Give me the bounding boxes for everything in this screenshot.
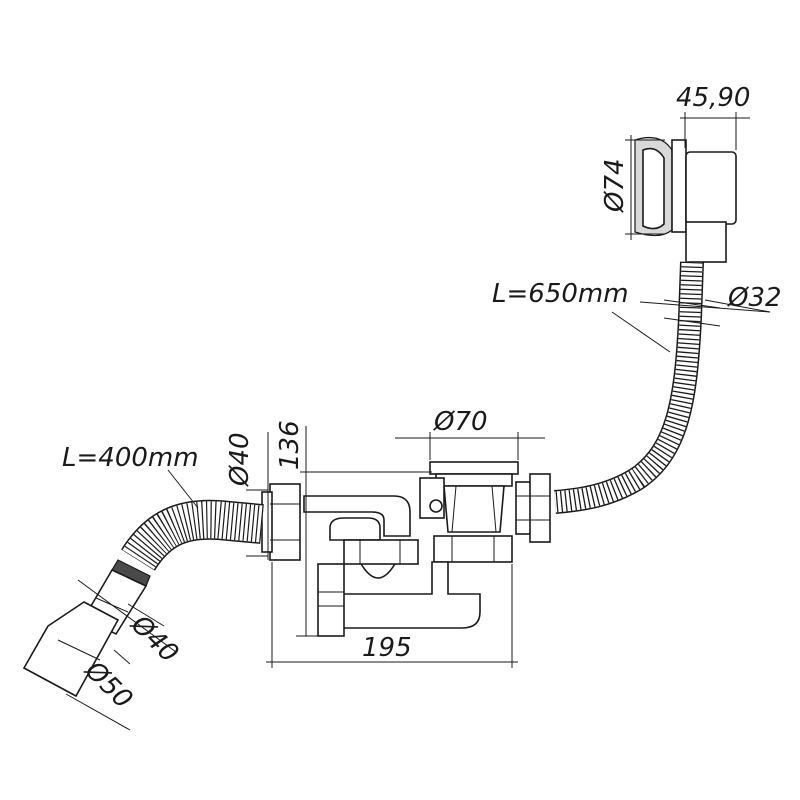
upper-hose-nut bbox=[515, 473, 551, 543]
height-label: 136 bbox=[275, 420, 305, 470]
dimension-outlet-top-diameter: Ø40 bbox=[225, 432, 269, 560]
outlet-inner-diameter-label: Ø40 bbox=[124, 609, 184, 669]
drain-diameter-label: Ø70 bbox=[433, 407, 488, 437]
lower-hose-fittings bbox=[22, 559, 151, 698]
dimension-upper-hose-diameter: Ø32 bbox=[639, 283, 782, 313]
outlet-nut bbox=[261, 483, 301, 561]
overflow-diameter-label: Ø74 bbox=[600, 158, 630, 213]
dimension-height: 136 bbox=[275, 420, 432, 637]
dimension-overflow-diameter: Ø74 bbox=[600, 135, 665, 240]
lower-hose-length-label: L=400mm bbox=[62, 443, 199, 473]
lower-corrugated-hose bbox=[121, 499, 264, 572]
upper-hose-diameter-label: Ø32 bbox=[727, 283, 782, 313]
trap-nut bbox=[343, 539, 419, 565]
trap-riser bbox=[317, 563, 345, 637]
upper-corrugated-hose bbox=[554, 261, 704, 514]
width-label: 195 bbox=[362, 633, 412, 663]
upper-hose-length-label: L=650mm bbox=[492, 279, 629, 309]
siphon-trap bbox=[303, 495, 481, 629]
dimension-upper-hose-length: L=650mm bbox=[492, 279, 671, 353]
dimension-width: 195 bbox=[266, 562, 518, 668]
dimension-drain-diameter: Ø70 bbox=[395, 407, 545, 460]
dimension-overflow-depth: 45,90 bbox=[676, 83, 750, 150]
overflow-head bbox=[634, 137, 737, 263]
outlet-top-diameter-label: Ø40 bbox=[225, 432, 255, 487]
drain-nut bbox=[433, 535, 513, 563]
drain-head bbox=[419, 461, 519, 533]
upper-hose-break bbox=[663, 299, 721, 327]
overflow-depth-label: 45,90 bbox=[676, 83, 750, 113]
dimension-lower-hose-length: L=400mm bbox=[62, 443, 199, 509]
